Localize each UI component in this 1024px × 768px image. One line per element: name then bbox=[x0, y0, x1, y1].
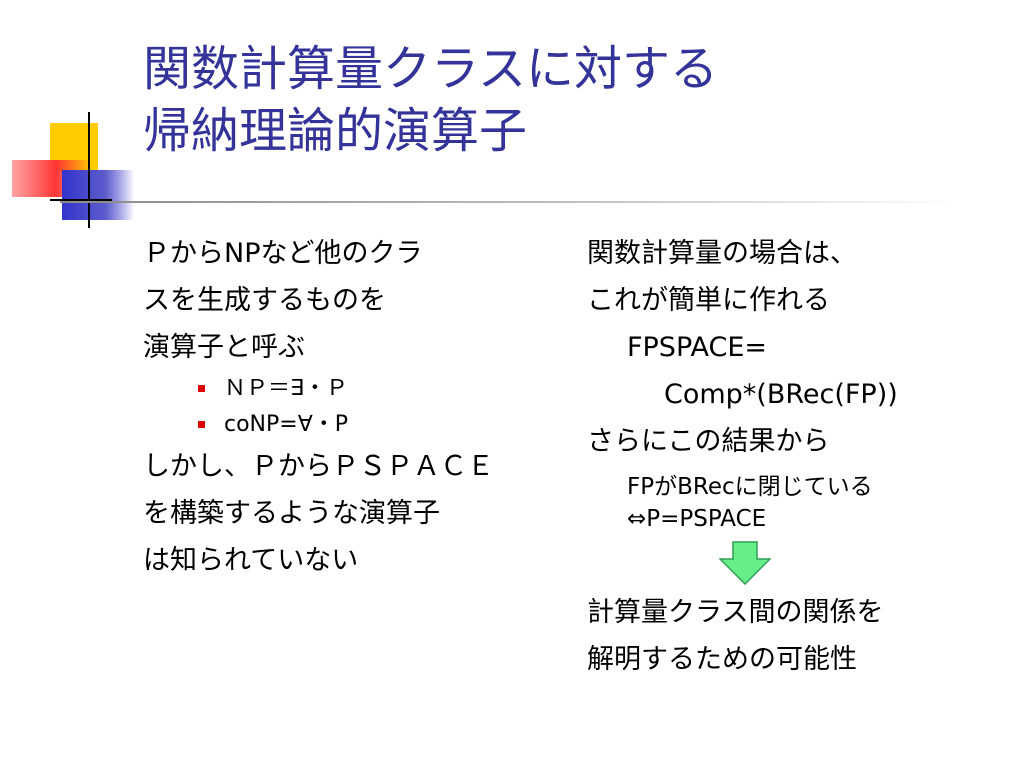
right-sub-line-1: FPがBRecに閉じている bbox=[627, 474, 873, 500]
conclusion-line-1: 計算量クラス間の関係を bbox=[587, 597, 884, 628]
left-outro-line-3: は知られていない bbox=[143, 545, 359, 576]
title-divider bbox=[60, 201, 960, 203]
left-intro-line-3: 演算子と呼ぶ bbox=[143, 332, 305, 363]
left-outro-line-1: しかし、ＰからＰＳＰＡＣＥ bbox=[143, 451, 494, 482]
left-outro-line-2: を構築するような演算子 bbox=[143, 498, 440, 529]
red-square-bullet-icon bbox=[198, 421, 205, 428]
slide-title: 関数計算量クラスに対する 帰納理論的演算子 bbox=[143, 38, 718, 162]
left-intro-line-2: スを生成するものを bbox=[143, 285, 386, 316]
title-line-2: 帰納理論的演算子 bbox=[143, 103, 528, 159]
bullet-item-np: ＮＰ＝∃・Ｐ bbox=[198, 371, 523, 407]
right-line-2: これが簡単に作れる bbox=[587, 285, 830, 316]
red-square-bullet-icon bbox=[198, 385, 205, 392]
left-intro-line-1: ＰからNPなど他のクラ bbox=[143, 238, 423, 269]
right-column: 関数計算量の場合は、 これが簡単に作れる FPSPACE= Comp*(BRec… bbox=[587, 230, 1007, 683]
right-line-fpspace: FPSPACE= bbox=[627, 332, 768, 363]
right-sub-line-2: ⇔P=PSPACE bbox=[627, 506, 767, 532]
down-arrow-icon bbox=[719, 541, 771, 585]
conclusion-line-2: 解明するための可能性 bbox=[587, 644, 857, 675]
bullet-item-conp: coNP=∀・P bbox=[198, 407, 523, 443]
right-line-1: 関数計算量の場合は、 bbox=[587, 238, 857, 269]
left-column: ＰからNPなど他のクラ スを生成するものを 演算子と呼ぶ ＮＰ＝∃・Ｐ coNP… bbox=[143, 230, 523, 584]
slide-logo-decoration bbox=[12, 112, 134, 228]
bullet-text-conp: coNP=∀・P bbox=[224, 412, 349, 437]
bullet-text-np: ＮＰ＝∃・Ｐ bbox=[224, 376, 348, 401]
right-line-5: さらにこの結果から bbox=[587, 426, 830, 457]
right-line-comp: Comp*(BRec(FP)) bbox=[664, 379, 898, 410]
operator-bullet-list: ＮＰ＝∃・Ｐ coNP=∀・P bbox=[143, 371, 523, 443]
title-line-1: 関数計算量クラスに対する bbox=[143, 41, 719, 97]
